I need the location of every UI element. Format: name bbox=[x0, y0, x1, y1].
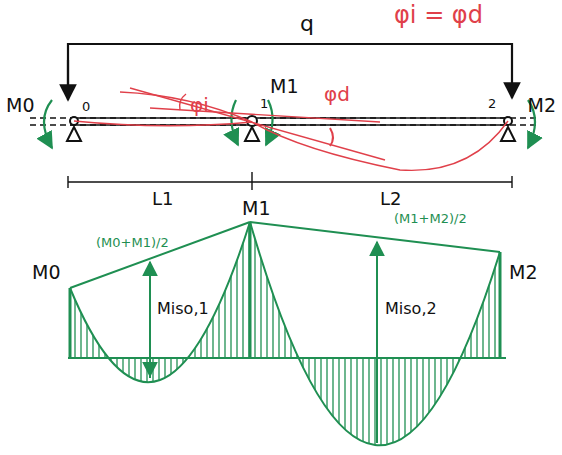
deflection bbox=[74, 88, 508, 170]
dimension-lines bbox=[68, 172, 512, 190]
rotation-label: φi bbox=[188, 94, 211, 116]
beam bbox=[30, 118, 540, 125]
rotation-label: φd bbox=[322, 83, 352, 105]
isostatic-moment: Miso,1 bbox=[155, 300, 211, 318]
load-label: q bbox=[298, 12, 316, 36]
support-number: 0 bbox=[80, 100, 92, 114]
isostatic-moment: Miso,2 bbox=[383, 300, 439, 318]
moment-diagram bbox=[68, 222, 506, 445]
load-q bbox=[68, 44, 512, 100]
moment-label: M2 bbox=[507, 262, 539, 283]
supports bbox=[67, 116, 515, 141]
support-number: 2 bbox=[486, 97, 498, 111]
moment-arrows bbox=[44, 100, 535, 148]
span-length: L2 bbox=[378, 189, 403, 209]
rotation-condition: φi = φd bbox=[392, 2, 485, 28]
mean-moment: (M1+M2)/2 bbox=[392, 212, 469, 226]
moment-label: M1 bbox=[268, 76, 300, 97]
moment-label: M1 bbox=[240, 198, 272, 219]
mean-moment: (M0+M1)/2 bbox=[94, 236, 171, 250]
moment-label: M2 bbox=[526, 95, 558, 116]
support-number: 1 bbox=[258, 97, 270, 111]
span-length: L1 bbox=[150, 189, 175, 209]
moment-label: M0 bbox=[4, 95, 36, 116]
moment-label: M0 bbox=[30, 262, 62, 283]
